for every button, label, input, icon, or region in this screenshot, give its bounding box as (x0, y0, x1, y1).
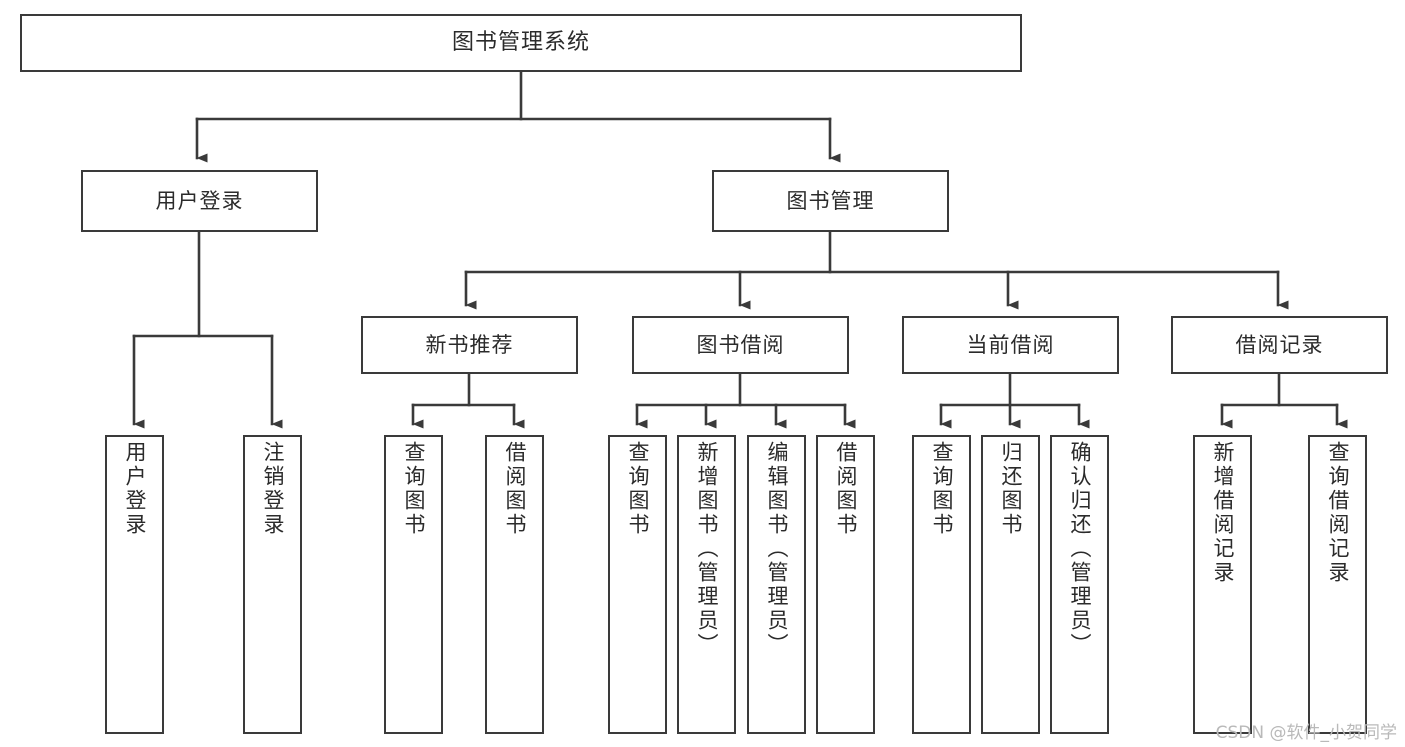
node-user-login[interactable]: 用户登录 (81, 170, 318, 232)
node-root-book-management-system[interactable]: 图书管理系统 (20, 14, 1022, 72)
node-leaf-add-borrow-record[interactable]: 新增借阅记录 (1193, 435, 1252, 734)
node-leaf-borrow-book[interactable]: 借阅图书 (816, 435, 875, 734)
node-label: 新增图书（管理员） (695, 441, 719, 657)
node-new-book-recommendation[interactable]: 新书推荐 (361, 316, 578, 374)
node-leaf-confirm-return-admin[interactable]: 确认归还（管理员） (1050, 435, 1109, 734)
node-label: 新书推荐 (425, 332, 514, 357)
node-label: 归还图书 (999, 441, 1023, 537)
node-label: 查询借阅记录 (1326, 441, 1350, 585)
node-label: 确认归还（管理员） (1068, 441, 1092, 657)
node-label: 新增借阅记录 (1211, 441, 1235, 585)
node-label: 借阅记录 (1235, 332, 1324, 357)
node-label: 图书管理系统 (451, 30, 590, 55)
node-book-borrow[interactable]: 图书借阅 (632, 316, 849, 374)
node-leaf-logout[interactable]: 注销登录 (243, 435, 302, 734)
node-leaf-edit-book-admin[interactable]: 编辑图书（管理员） (747, 435, 806, 734)
node-leaf-query-book-current[interactable]: 查询图书 (912, 435, 971, 734)
node-borrow-record[interactable]: 借阅记录 (1171, 316, 1388, 374)
node-label: 用户登录 (155, 188, 244, 213)
node-book-management[interactable]: 图书管理 (712, 170, 949, 232)
node-label: 图书借阅 (696, 332, 785, 357)
node-label: 查询图书 (626, 441, 650, 537)
node-label: 注销登录 (261, 441, 285, 537)
node-label: 编辑图书（管理员） (765, 441, 789, 657)
node-leaf-query-borrow-record[interactable]: 查询借阅记录 (1308, 435, 1367, 734)
node-leaf-user-login[interactable]: 用户登录 (105, 435, 164, 734)
node-leaf-borrow-book-recommendation[interactable]: 借阅图书 (485, 435, 544, 734)
node-leaf-query-book-recommendation[interactable]: 查询图书 (384, 435, 443, 734)
node-leaf-return-book[interactable]: 归还图书 (981, 435, 1040, 734)
node-label: 查询图书 (402, 441, 426, 537)
node-label: 查询图书 (930, 441, 954, 537)
node-label: 借阅图书 (503, 441, 527, 537)
node-label: 借阅图书 (834, 441, 858, 537)
node-leaf-query-book-borrow[interactable]: 查询图书 (608, 435, 667, 734)
node-current-borrow[interactable]: 当前借阅 (902, 316, 1119, 374)
node-label: 用户登录 (123, 441, 147, 537)
node-label: 当前借阅 (966, 332, 1055, 357)
csdn-watermark: CSDN @软件_小贺同学 (1215, 723, 1397, 743)
node-leaf-add-book-admin[interactable]: 新增图书（管理员） (677, 435, 736, 734)
node-label: 图书管理 (786, 188, 875, 213)
